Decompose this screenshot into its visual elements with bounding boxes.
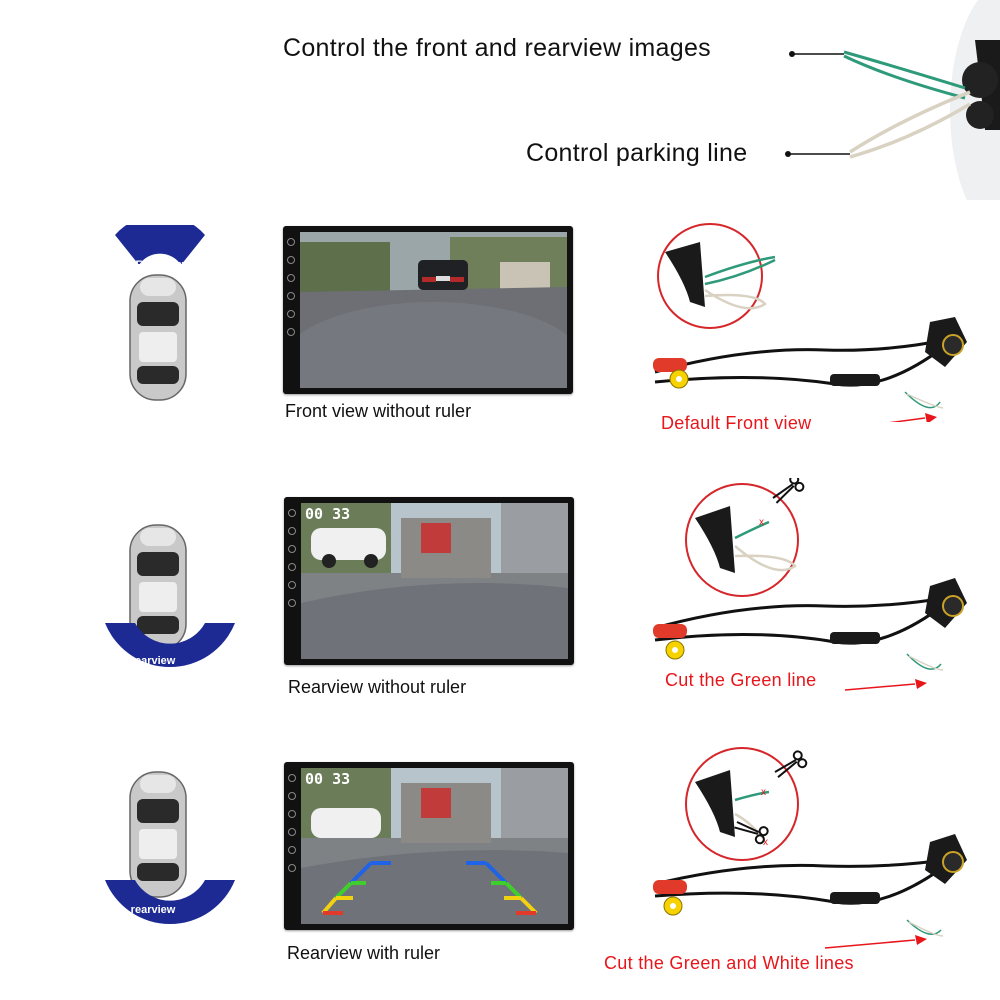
svg-text:x: x <box>759 517 764 528</box>
wire-caption-front: Default Front view <box>661 413 812 433</box>
scissors-icon <box>774 750 808 778</box>
svg-text:x: x <box>763 837 768 848</box>
screen-side-buttons <box>286 509 298 607</box>
badge-label-front: Front view <box>135 259 191 271</box>
screen-caption-rear-2: Rearview with ruler <box>287 943 441 963</box>
header-label-front-rear: Control the front and rearview images <box>283 34 711 62</box>
car-diagram-front: Front view <box>95 225 245 405</box>
parking-guide-lines <box>321 861 538 915</box>
head-unit-screen-rear-1: 00 33 <box>284 497 574 665</box>
car-diagram-rear-1: rearview <box>95 515 245 685</box>
camera-wiring-rear-1: x <box>653 478 967 691</box>
camera-view-front <box>300 232 567 388</box>
camera-view-rear-1: 00 33 <box>301 503 568 659</box>
wire-caption-rear-2: Cut the Green and White lines <box>604 953 854 973</box>
screen-clock: 00 33 <box>305 770 351 788</box>
badge-label-rear-1: rearview <box>130 655 176 667</box>
screen-caption-rear-1: Rearview without ruler <box>288 677 467 697</box>
car-icon <box>129 274 187 401</box>
badge-label-rear-2: rearview <box>130 904 176 916</box>
head-unit-screen-rear-2: 00 33 <box>284 762 574 930</box>
head-unit-screen-front <box>283 226 573 394</box>
wire-caption-rear-1: Cut the Green line <box>665 670 817 690</box>
scissors-icon <box>772 478 805 504</box>
camera-view-rear-2: 00 33 <box>301 768 568 924</box>
car-icon <box>129 771 187 898</box>
camera-wiring-front <box>653 223 967 422</box>
header-label-parking-line: Control parking line <box>526 139 748 167</box>
camera-wiring-rear-2: x x <box>653 747 967 949</box>
screen-side-buttons <box>286 774 298 872</box>
svg-text:x: x <box>761 787 766 798</box>
car-diagram-rear-2: rearview <box>95 762 245 932</box>
screen-clock: 00 33 <box>305 505 351 523</box>
scissors-icon <box>734 821 769 845</box>
header-wire-illustration <box>785 0 1000 200</box>
screen-side-buttons <box>285 238 297 336</box>
screen-caption-front: Front view without ruler <box>285 401 472 421</box>
car-icon <box>129 524 187 651</box>
